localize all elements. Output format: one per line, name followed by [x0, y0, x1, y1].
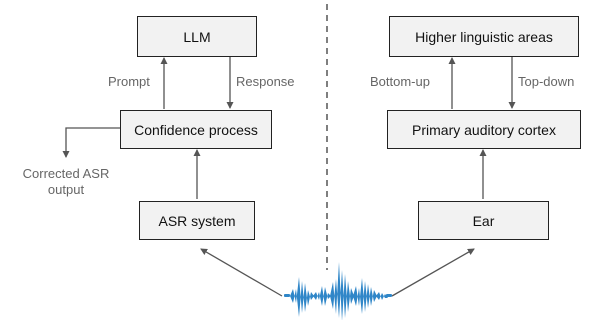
wave-to-ear-arrow: [391, 248, 475, 297]
confidence-process-box: Confidence process: [120, 110, 272, 149]
corrected-output-arrow: [62, 127, 120, 158]
top-down-label: Top-down: [518, 74, 575, 89]
higher-linguistic-areas-label: Higher linguistic areas: [415, 28, 553, 45]
llm-box: LLM: [137, 16, 257, 57]
bottom-up-label: Bottom-up: [370, 74, 430, 89]
llm-label: LLM: [183, 28, 211, 45]
asr-system-label: ASR system: [158, 212, 236, 229]
wave-to-asr-arrow: [200, 248, 283, 297]
primary-auditory-cortex-box: Primary auditory cortex: [387, 110, 581, 149]
corrected-asr-line1: Corrected ASR: [22, 166, 110, 181]
ear-label: Ear: [472, 212, 495, 229]
asr-system-box: ASR system: [139, 201, 255, 240]
prompt-label: Prompt: [108, 74, 150, 89]
ear-box: Ear: [418, 201, 549, 240]
response-label: Response: [236, 74, 295, 89]
corrected-asr-line2: output: [47, 182, 85, 197]
confidence-process-label: Confidence process: [134, 121, 258, 138]
waveform-icon: [284, 262, 392, 320]
higher-linguistic-areas-box: Higher linguistic areas: [389, 16, 579, 57]
corrected-asr-output-label: Corrected ASR output: [6, 166, 126, 198]
primary-auditory-cortex-label: Primary auditory cortex: [412, 121, 556, 138]
